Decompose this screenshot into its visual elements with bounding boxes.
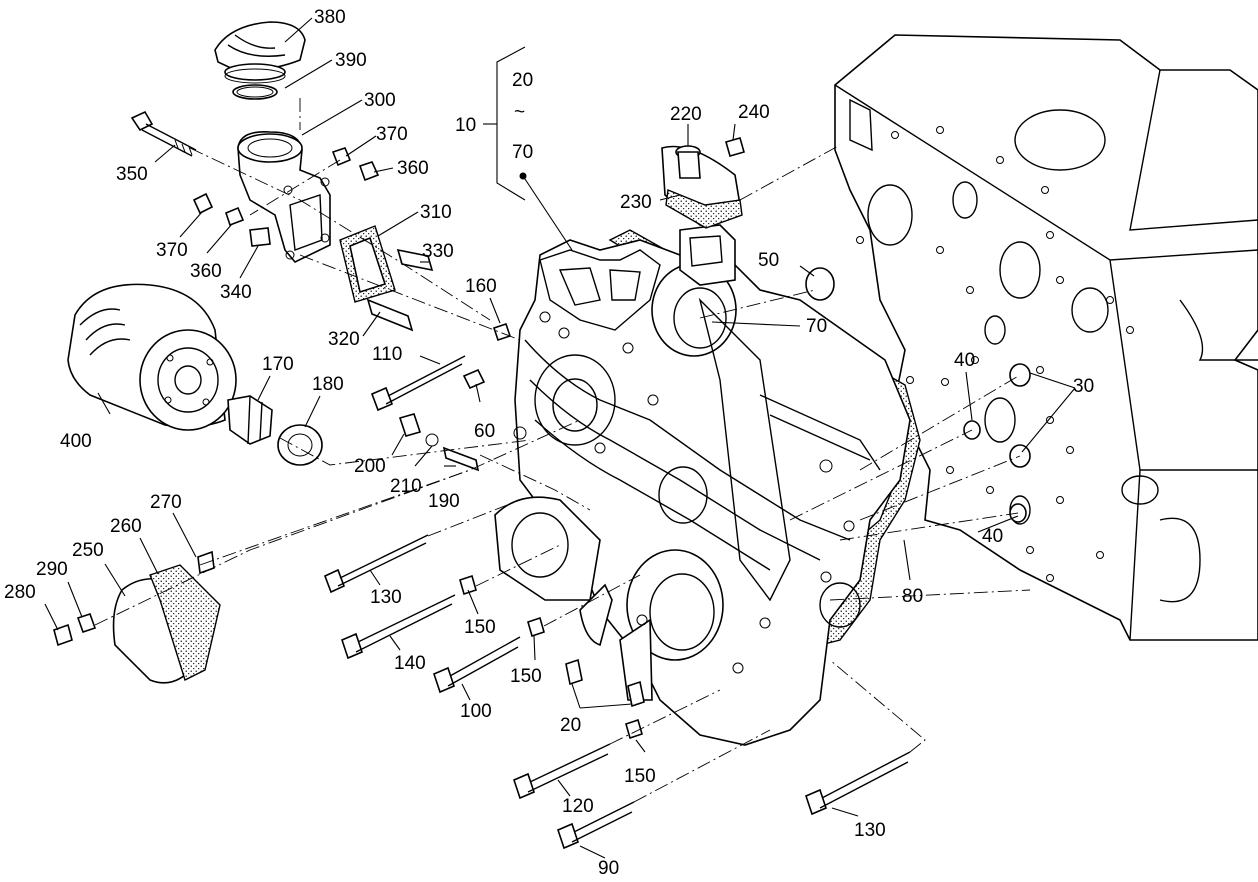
callout-380: 380 (314, 7, 346, 28)
callout-360: 360 (397, 158, 429, 179)
callout-80: 80 (902, 586, 923, 607)
callout-300: 300 (364, 90, 396, 111)
callout-370: 370 (376, 124, 408, 145)
callout-40: 40 (954, 350, 975, 371)
callout-340: 340 (220, 282, 252, 303)
callout-220: 220 (670, 104, 702, 125)
callout-350: 350 (116, 164, 148, 185)
oil-filler-assembly (130, 21, 434, 332)
callout-290: 290 (36, 559, 68, 580)
callout-310: 310 (420, 202, 452, 223)
assembly-center-lines (94, 98, 1031, 803)
callout-150: 150 (510, 666, 542, 687)
callout-200: 200 (354, 456, 386, 477)
callout-10: 10 (455, 115, 476, 136)
callout-40: 40 (982, 526, 1003, 547)
callout-240: 240 (738, 102, 770, 123)
callout-70: 70 (806, 316, 827, 337)
callout-60: 60 (474, 421, 495, 442)
oil-filter-assembly (53, 283, 323, 684)
callout-150: 150 (624, 766, 656, 787)
callout-210: 210 (390, 476, 422, 497)
callout-30: 30 (1073, 376, 1094, 397)
engine-block (834, 34, 1258, 641)
callout-360: 360 (190, 261, 222, 282)
callout-260: 260 (110, 516, 142, 537)
timing-cover (494, 224, 921, 746)
callout-170: 170 (262, 354, 294, 375)
callout-270: 270 (150, 492, 182, 513)
callout-100: 100 (460, 701, 492, 722)
leader-lines (44, 17, 1076, 859)
callout-320: 320 (328, 329, 360, 350)
callout-20: 20 (512, 70, 533, 91)
range-separator: ~ (514, 102, 525, 123)
callout-190: 190 (428, 491, 460, 512)
callout-150: 150 (464, 617, 496, 638)
callout-70: 70 (512, 142, 533, 163)
callout-370: 370 (156, 240, 188, 261)
callout-20: 20 (560, 715, 581, 736)
callout-140: 140 (394, 653, 426, 674)
callout-330: 330 (422, 241, 454, 262)
callout-50: 50 (758, 250, 779, 271)
callout-160: 160 (465, 276, 497, 297)
fasteners (323, 137, 1031, 850)
callout-90: 90 (598, 858, 619, 879)
callout-180: 180 (312, 374, 344, 395)
callout-130: 130 (854, 820, 886, 841)
callout-110: 110 (372, 344, 402, 365)
callout-390: 390 (335, 50, 367, 71)
callout-120: 120 (562, 796, 594, 817)
callout-230: 230 (620, 192, 652, 213)
callout-280: 280 (4, 582, 36, 603)
callout-250: 250 (72, 540, 104, 561)
callout-130: 130 (370, 587, 402, 608)
callout-400: 400 (60, 431, 92, 452)
callouts: 380 390 300 370 350 360 310 370 360 340 … (4, 7, 1094, 879)
